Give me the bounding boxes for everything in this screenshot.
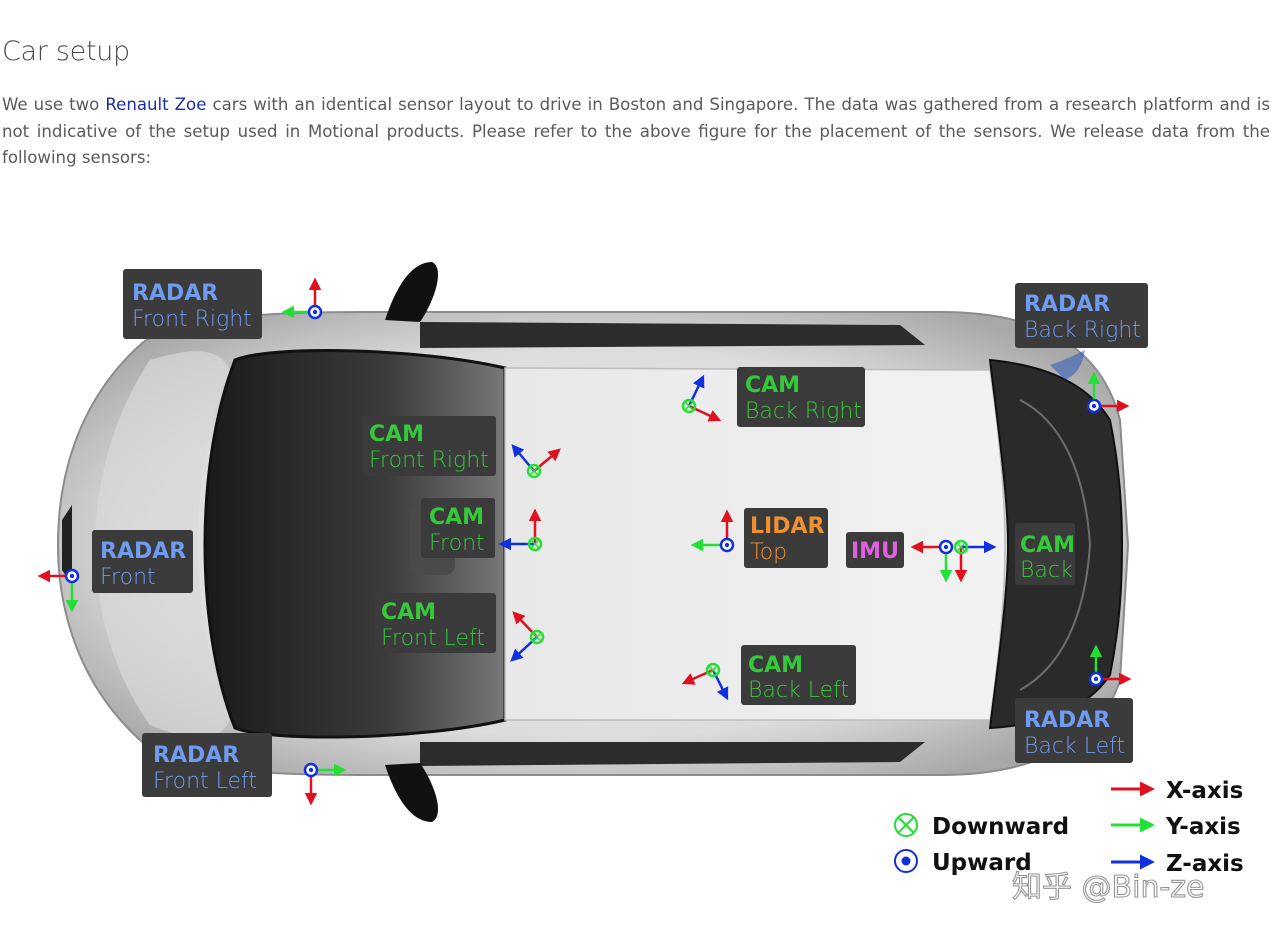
radar-front-right-title: RADAR [132,281,218,306]
radar-front-left-sub: Front Left [153,769,257,794]
cam-front-right-sub: Front Right [369,448,489,473]
cam-back-right-sub: Back Right [745,399,862,424]
legend: Downward Upward X-axis Y-axis Z-axis [895,778,1244,877]
label-cam-back-right: CAM Back Right [737,367,865,427]
radar-front-left-title: RADAR [153,743,239,768]
label-cam-front: CAM Front [421,498,495,558]
label-radar-front-left: RADAR Front Left [142,733,272,797]
cam-front-sub: Front [429,531,485,556]
intro-paragraph: We use two Renault Zoe cars with an iden… [2,92,1270,172]
radar-back-right-sub: Back Right [1024,318,1141,343]
label-radar-back-left: RADAR Back Left [1015,698,1133,763]
cam-front-left-sub: Front Left [381,626,485,651]
sensor-layout-diagram: RADAR Front Right RADAR Back Right RADAR… [0,180,1283,935]
label-radar-back-right: RADAR Back Right [1015,283,1148,348]
label-cam-front-left: CAM Front Left [375,593,496,653]
side-window-left [420,742,925,766]
frame-radar-front-right [284,280,321,318]
cam-back-left-sub: Back Left [748,678,849,703]
frame-radar-front [40,570,78,610]
legend-y-axis: Y-axis [1111,814,1241,840]
cam-back-right-title: CAM [745,373,800,398]
cam-front-title: CAM [429,505,484,530]
radar-front-right-sub: Front Right [132,307,252,332]
cam-back-left-title: CAM [748,653,803,678]
label-cam-back-left: CAM Back Left [741,645,856,705]
intro-text-start: We use two [2,95,105,114]
lidar-top-title: LIDAR [750,514,824,539]
radar-front-title: RADAR [100,539,186,564]
label-radar-front-right: RADAR Front Right [123,269,262,339]
cam-back-sub: Back [1020,558,1073,583]
legend-x-axis: X-axis [1111,778,1243,804]
label-cam-back: CAM Back [1015,523,1075,585]
label-imu: IMU [846,532,904,568]
renault-zoe-link[interactable]: Renault Zoe [105,95,206,114]
cam-back-title: CAM [1020,533,1075,558]
legend-x-axis-label: X-axis [1166,778,1243,804]
watermark: 知乎 @Bin-ze [1012,870,1205,905]
side-window-right [420,322,925,348]
cam-front-right-title: CAM [369,422,424,447]
label-lidar-top: LIDAR Top [744,508,828,568]
legend-y-axis-label: Y-axis [1165,814,1241,840]
lidar-top-sub: Top [750,540,787,565]
radar-front-sub: Front [100,565,156,590]
frame-radar-front-left [305,764,344,803]
radar-back-right-title: RADAR [1024,292,1110,317]
radar-back-left-sub: Back Left [1024,734,1125,759]
page-title: Car setup [2,36,130,67]
legend-downward: Downward [895,814,1069,840]
legend-downward-label: Downward [932,814,1069,840]
radar-back-left-title: RADAR [1024,708,1110,733]
cam-front-left-title: CAM [381,600,436,625]
label-cam-front-right: CAM Front Right [363,416,496,476]
imu-title: IMU [851,539,899,564]
label-radar-front: RADAR Front [92,530,193,593]
